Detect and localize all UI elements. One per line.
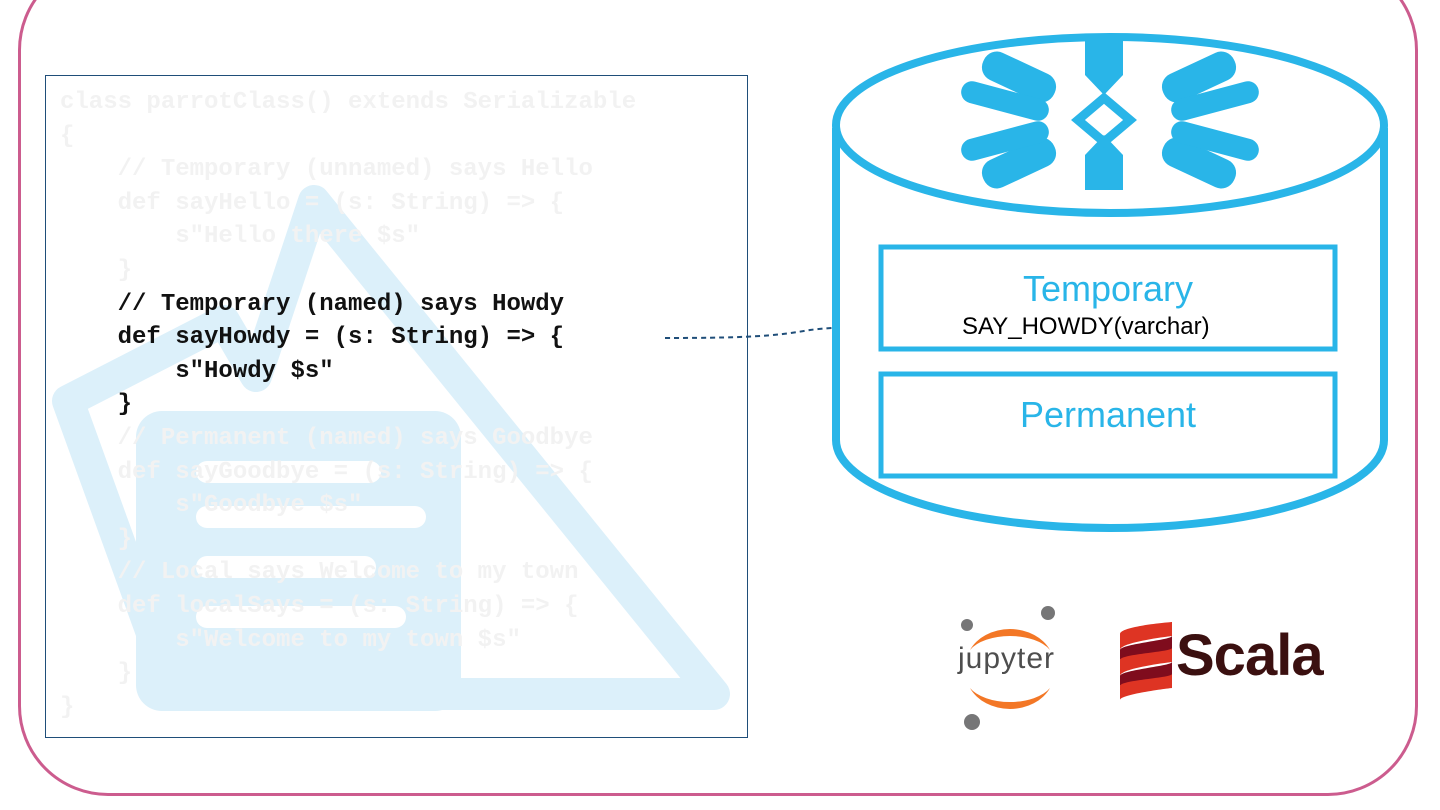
jupyter-logo-icon [961, 606, 1055, 730]
rounded-frame [18, 0, 1418, 796]
database-cylinder [832, 33, 1388, 532]
temporary-label: Temporary [1022, 268, 1194, 309]
code-line: class parrotClass() extends Serializable [60, 89, 637, 116]
jupyter-wordmark: jupyter [958, 642, 1056, 675]
code-line: // Permanent (named) says Goodbye [60, 424, 593, 452]
code-line: } [60, 660, 133, 688]
code-line: // Temporary (unnamed) says Hello [60, 156, 593, 184]
code-line: s"Welcome to my town $s" [60, 626, 521, 654]
code-line: def sayHello = (s: String) => { [60, 189, 565, 217]
permanent-box [878, 371, 1338, 479]
code-panel: class parrotClass() extends Serializable… [45, 75, 748, 738]
code-line: s"Hello there $s" [60, 223, 421, 251]
code-line: def sayHowdy = (s: String) => { [60, 324, 565, 352]
code-line: def localSays = (s: String) => { [60, 592, 579, 620]
code-line: } [60, 391, 133, 419]
code-line: s"Goodbye $s" [60, 492, 363, 520]
scala-code-block: class parrotClass() extends Serializable… [60, 86, 636, 724]
say-howdy-function: SAY_HOWDY(varchar) [962, 313, 1210, 340]
code-line: } [60, 693, 75, 721]
code-line: } [60, 256, 133, 284]
scala-logo-icon [1120, 622, 1172, 700]
code-line: s"Howdy $s" [60, 357, 334, 385]
code-line: // Temporary (named) says Howdy [60, 290, 565, 318]
code-line: { [60, 122, 75, 150]
code-line: // Local says Welcome to my town [60, 559, 579, 587]
scala-wordmark: Scala [1176, 623, 1324, 688]
temporary-box [878, 244, 1338, 352]
code-line: def sayGoodbye = (s: String) => { [60, 458, 593, 486]
snowflake-icon [961, 40, 1259, 190]
mountain-watermark-icon [52, 185, 730, 711]
code-line: } [60, 525, 133, 553]
permanent-label: Permanent [1019, 394, 1197, 435]
